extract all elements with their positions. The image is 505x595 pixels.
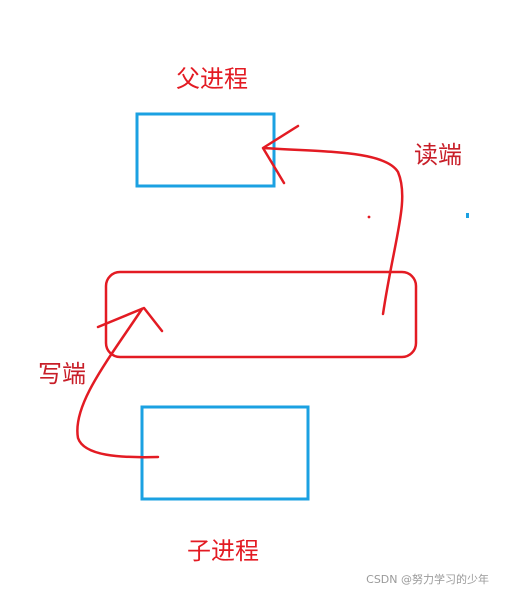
read-end-label: 读端 bbox=[414, 141, 462, 169]
write-arrow-head bbox=[96, 306, 164, 333]
read-arrow-head bbox=[261, 124, 300, 185]
stray-dot-blue bbox=[466, 213, 469, 218]
write-end-label: 写端 bbox=[38, 360, 86, 388]
stray-dot-red bbox=[367, 215, 371, 219]
parent-process-label: 父进程 bbox=[176, 65, 248, 93]
write-arrow-curve bbox=[76, 307, 160, 459]
child-process-label: 子进程 bbox=[187, 537, 259, 565]
child-process-box bbox=[140, 405, 310, 501]
parent-process-box bbox=[135, 112, 276, 188]
watermark-text: CSDN @努力学习的少年 bbox=[366, 572, 489, 586]
read-arrow-curve bbox=[262, 146, 404, 316]
pipe-box bbox=[104, 270, 418, 359]
